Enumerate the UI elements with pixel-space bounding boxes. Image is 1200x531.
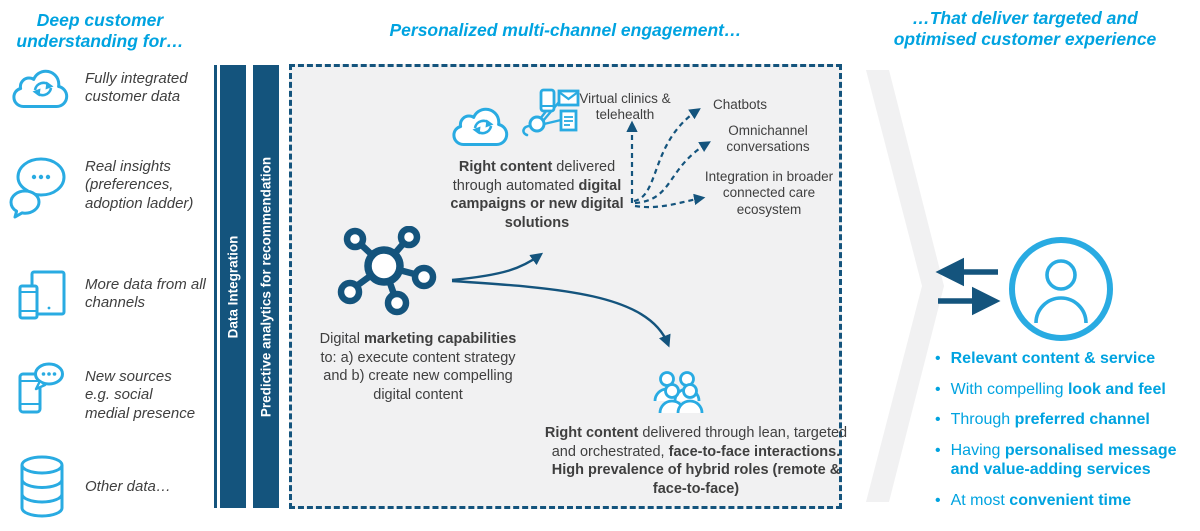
item-label: New sources e.g. social medial presence (85, 368, 196, 422)
bullet-text: At most convenient time (950, 491, 1132, 509)
bullet-icon: • (935, 411, 941, 429)
bullet-text: Through preferred channel (950, 411, 1150, 429)
engagement-box (289, 64, 842, 509)
benefits-list: • Relevant content & service • With comp… (935, 349, 1193, 510)
digital-content-text: Right content delivered through automate… (450, 159, 624, 231)
bar-label: Data Integration (225, 235, 241, 338)
arrow-omnichannel (634, 141, 711, 205)
cloud-sync-icon (452, 100, 514, 154)
face-to-face-text: Right content delivered through lean, ta… (544, 425, 848, 497)
bullet-text: Relevant content & service (950, 350, 1156, 367)
left-panel-title: Deep customer understanding for… (16, 10, 184, 52)
bullet-text: With compelling look and feel (950, 380, 1166, 398)
bar-label: Predictive analytics for recommendation (258, 156, 274, 417)
connected-devices-icon (515, 86, 581, 152)
arrow-integration (634, 193, 706, 209)
channel-virtual-clinics: Virtual clinics & telehealth (579, 91, 671, 123)
list-item: • With compelling look and feel (935, 380, 1193, 400)
devices-icon (14, 266, 70, 326)
network-hub-icon (336, 226, 440, 320)
digital-capabilities-text: Digital marketing capabilities to: a) ex… (319, 331, 517, 403)
arrow-to-face-to-face (451, 279, 671, 348)
bullet-icon: • (935, 380, 941, 398)
people-group-icon (646, 368, 708, 422)
item-label: More data from all channels (85, 276, 206, 312)
database-icon (14, 452, 70, 522)
channel-integration: Integration in broader connected care ec… (704, 169, 834, 217)
bar-predictive-analytics: Predictive analytics for recommendation (253, 65, 279, 508)
pipeline-divider-line (214, 65, 217, 508)
item-label: Fully integrated customer data (85, 70, 188, 106)
right-panel-title: …That deliver targeted and optimised cus… (893, 8, 1157, 50)
center-panel-title: Personalized multi-channel engagement… (389, 20, 742, 40)
arrow-to-digital (451, 252, 544, 282)
item-label: Other data… (85, 478, 171, 495)
phone-chat-icon (12, 360, 70, 424)
bullet-icon: • (935, 491, 941, 509)
channel-chatbots: Chatbots (713, 97, 768, 112)
person-circle-icon (1007, 235, 1115, 343)
list-item: • Having personalised message and value-… (935, 441, 1193, 480)
item-label: Real insights (preferences, adoption lad… (85, 158, 194, 212)
list-item: • At most convenient time (935, 491, 1193, 511)
channel-omnichannel: Omnichannel conversations (726, 123, 810, 155)
bullet-icon: • (935, 441, 941, 459)
list-item: • Relevant content & service (935, 349, 1193, 369)
bar-data-integration: Data Integration (220, 65, 246, 508)
list-item: • Through preferred channel (935, 410, 1193, 430)
bullet-text: Having personalised message and value-ad… (950, 441, 1177, 479)
bullet-icon: • (935, 350, 941, 367)
chat-bubbles-icon (8, 155, 70, 219)
cloud-sync-icon (12, 62, 74, 116)
chevron-shape (866, 70, 944, 502)
